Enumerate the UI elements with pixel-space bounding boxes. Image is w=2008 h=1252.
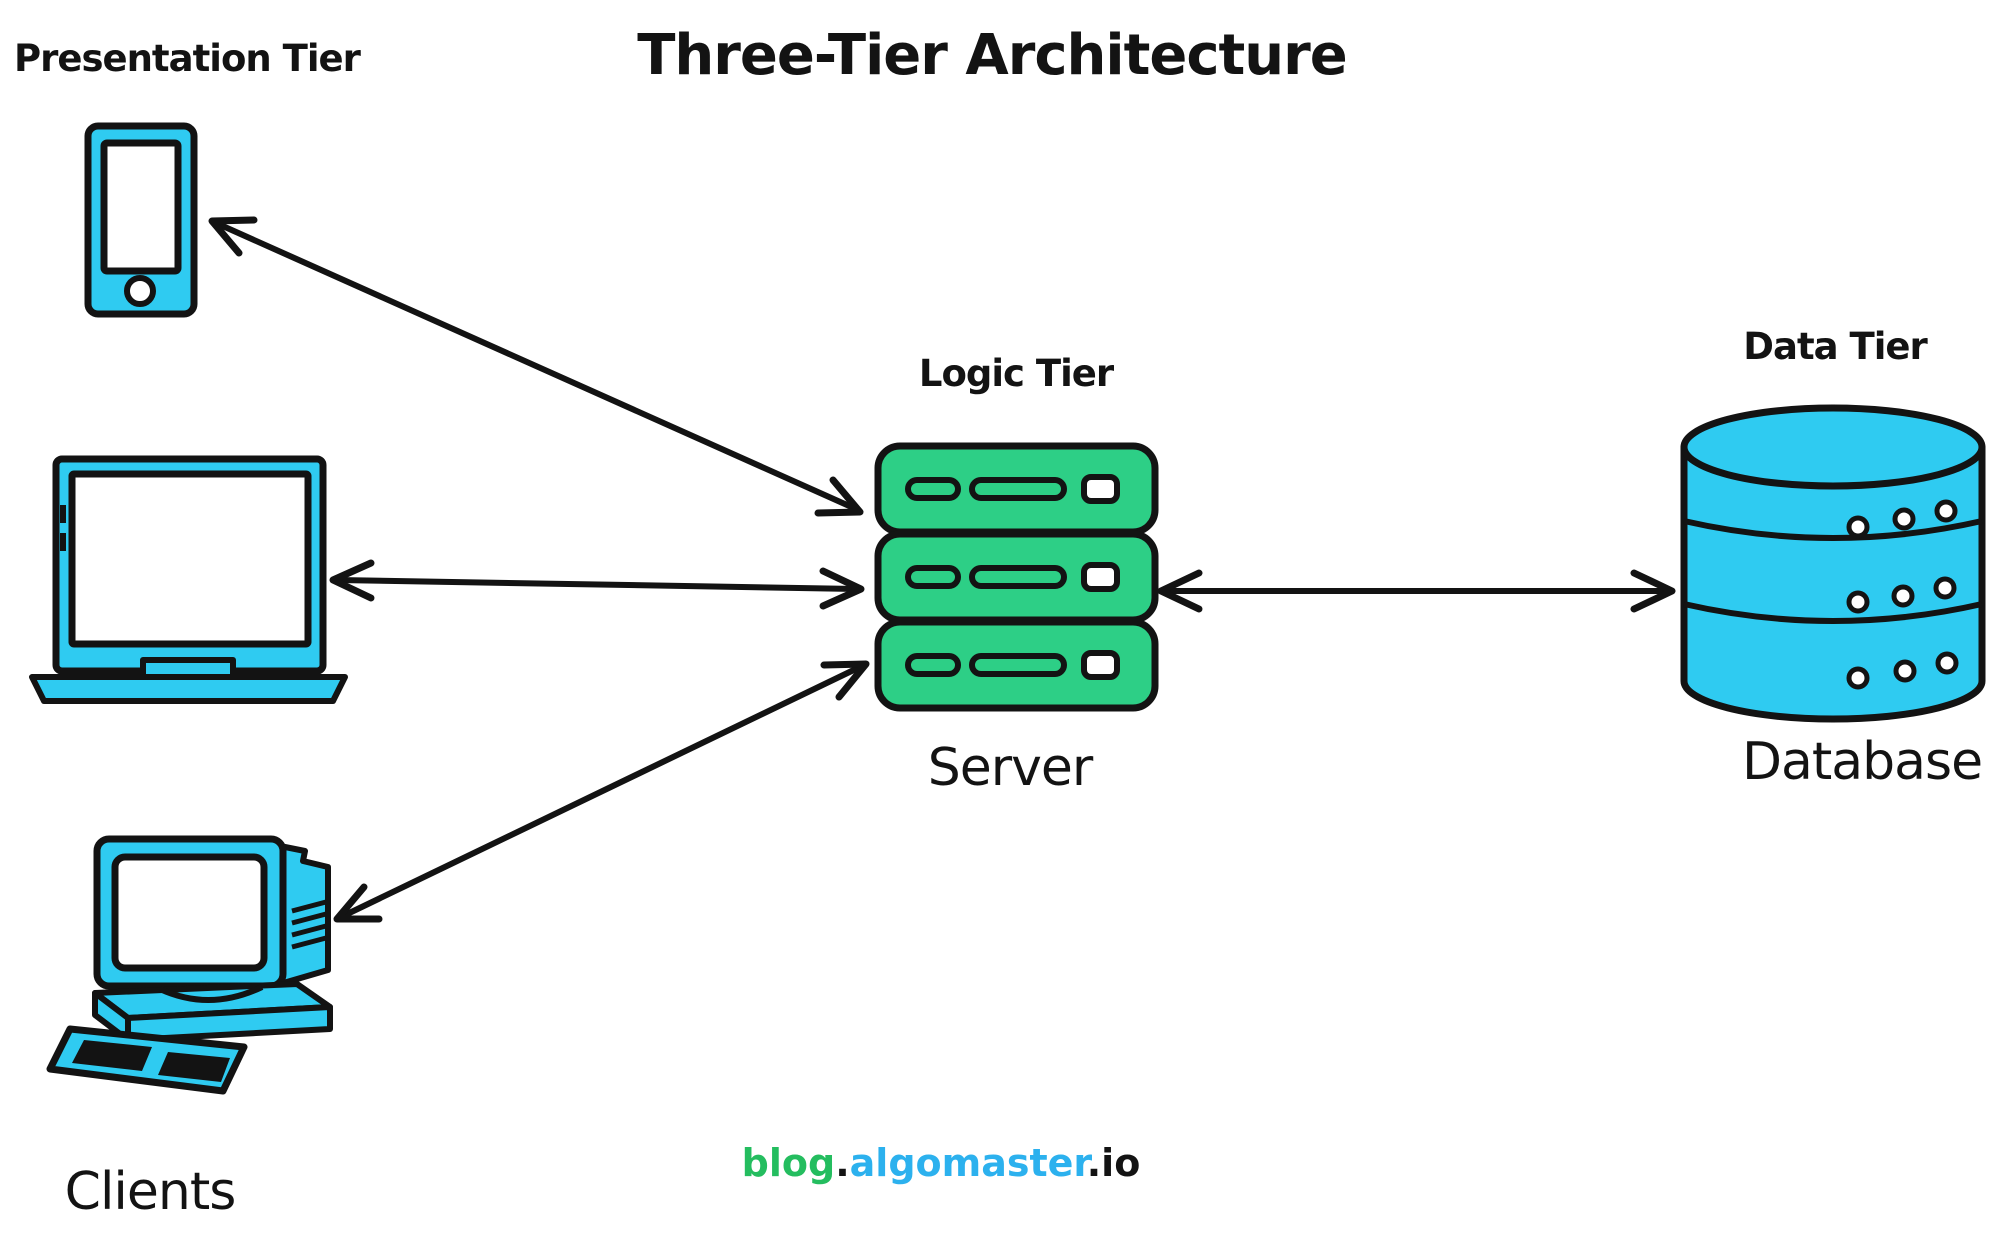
laptop-icon xyxy=(29,455,348,704)
presentation-tier-label: Presentation Tier xyxy=(14,37,361,80)
diagram-title: Three-Tier Architecture xyxy=(637,23,1348,88)
server-unit xyxy=(874,618,1159,712)
footer-brand: blog.algomaster.io xyxy=(742,1144,1141,1182)
arrow-server-database xyxy=(1157,569,1676,613)
data-tier-label: Data Tier xyxy=(1743,325,1927,368)
database-caption: Database xyxy=(1741,732,1983,792)
footer-segment-algomaster: algomaster xyxy=(849,1141,1087,1185)
server-unit xyxy=(874,442,1159,536)
arrow-tablet-server xyxy=(208,216,864,517)
server-icon xyxy=(874,442,1159,712)
arrow-desktop-server xyxy=(333,660,870,923)
arrow-laptop-server xyxy=(329,559,865,610)
footer-segment-io: .io xyxy=(1086,1141,1141,1185)
footer-segment-blog: blog xyxy=(741,1141,836,1185)
database-icon xyxy=(1680,404,1986,723)
logic-tier-label: Logic Tier xyxy=(918,352,1114,395)
tablet-icon xyxy=(84,122,198,318)
footer-segment-dot: . xyxy=(835,1141,850,1185)
desktop-computer-icon xyxy=(46,835,333,1095)
server-unit xyxy=(874,530,1159,624)
database-dots xyxy=(1846,499,1959,690)
clients-caption: Clients xyxy=(64,1162,237,1222)
server-caption: Server xyxy=(927,738,1094,798)
